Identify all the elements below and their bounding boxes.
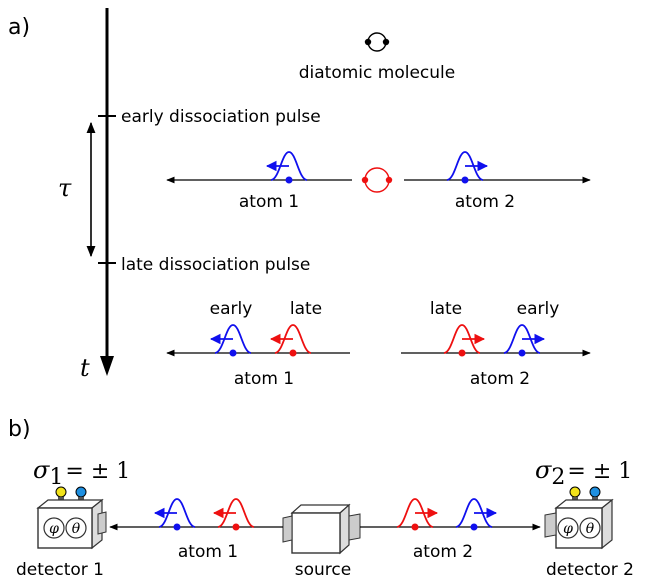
atom2-label-upper: atom 2	[455, 192, 515, 212]
phi-knob-icon	[557, 517, 579, 539]
label-left-late: late	[290, 299, 322, 319]
wavepacket-b-atom2-early	[455, 498, 498, 531]
detector1-theta: θ	[72, 521, 81, 537]
wavepacket-atom2-upper	[446, 151, 489, 184]
sigma2-label: σ2= ± 1	[535, 456, 632, 490]
atom2-label-b: atom 2	[413, 542, 473, 562]
wavepacket-atom1-upper	[265, 151, 308, 184]
source-label: source	[295, 560, 351, 580]
wavepacket-atom1-late	[269, 324, 312, 357]
wavepacket-atom1-early	[209, 324, 252, 357]
atom1-label-lower: atom 1	[234, 369, 294, 389]
label-left-early: early	[210, 299, 253, 319]
sigma1-subscript: 1	[49, 465, 63, 490]
detector-2: φ θ	[544, 486, 614, 550]
wavepacket-b-atom2-late	[396, 498, 439, 531]
atom1-label-upper: atom 1	[239, 192, 299, 212]
detector1-phi: φ	[49, 521, 59, 537]
sigma2-subscript: 2	[551, 465, 565, 490]
label-right-early: early	[517, 299, 560, 319]
detector2-phi: φ	[563, 521, 573, 537]
sigma1-label: σ1= ± 1	[33, 456, 130, 490]
atom2-label-lower: atom 2	[470, 369, 530, 389]
sigma1-value: = ± 1	[65, 459, 130, 484]
wavepacket-b-atom1-early	[153, 498, 196, 531]
source-device	[282, 503, 361, 555]
diatomic-molecule-icon	[364, 32, 390, 52]
detector1-label: detector 1	[16, 560, 104, 580]
wavepacket-atom2-early	[503, 324, 546, 357]
theta-knob-icon	[65, 517, 87, 539]
sigma2-symbol: σ	[535, 456, 552, 484]
wavepacket-atom2-late	[443, 324, 486, 357]
detector-1: φ θ	[36, 486, 107, 550]
tau-symbol: τ	[58, 174, 72, 202]
sigma2-value: = ± 1	[567, 459, 632, 484]
detector2-theta: θ	[586, 521, 595, 537]
panel-a-label: a)	[8, 15, 30, 40]
theta-knob-icon	[579, 517, 601, 539]
molecule-label: diatomic molecule	[299, 63, 455, 83]
wavepacket-b-atom1-late	[212, 498, 255, 531]
label-right-late: late	[430, 299, 462, 319]
sigma1-symbol: σ	[33, 456, 50, 484]
atom1-label-b: atom 1	[178, 542, 238, 562]
early-pulse-label: early dissociation pulse	[121, 107, 321, 127]
late-pulse-label: late dissociation pulse	[121, 255, 310, 275]
time-symbol: t	[80, 354, 90, 382]
dissociating-molecule-icon	[361, 167, 393, 193]
panel-b-label: b)	[8, 417, 31, 442]
time-axis-arrowhead	[100, 356, 114, 376]
detector2-label: detector 2	[546, 560, 634, 580]
phi-knob-icon	[43, 517, 65, 539]
